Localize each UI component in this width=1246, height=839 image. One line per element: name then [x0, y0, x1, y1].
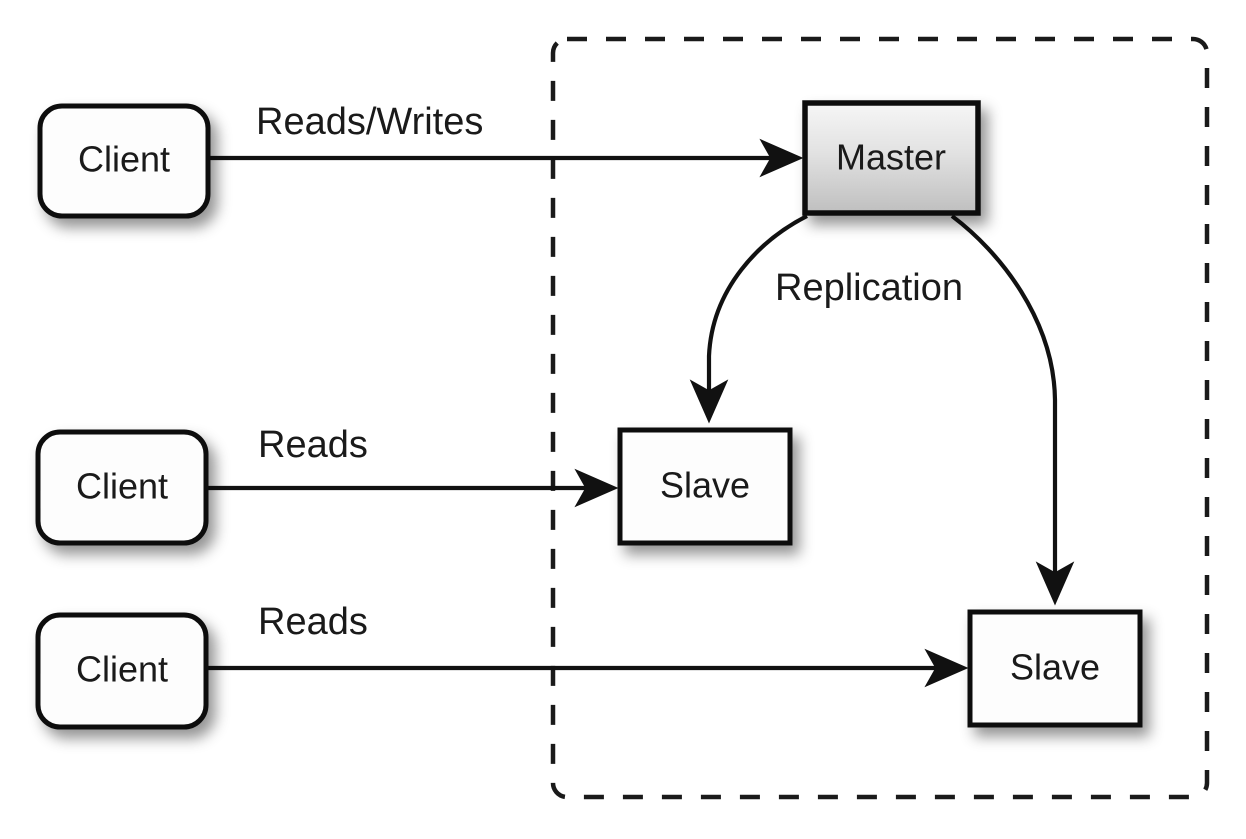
master-label: Master [836, 137, 946, 178]
slave-2-shape [967, 609, 1143, 728]
edge-label-reads-slave1: Reads [258, 424, 368, 466]
slave-1-shape [617, 427, 793, 546]
edge-label-reads-slave2: Reads [258, 601, 368, 643]
client-3-label: Client [76, 649, 168, 690]
edge-label-reads-writes: Reads/Writes [256, 101, 483, 143]
master-shape [802, 100, 981, 216]
node-slave-1[interactable]: Slave [617, 427, 793, 546]
node-master[interactable]: Master [802, 100, 981, 216]
client-3-shape [35, 612, 209, 730]
edge-master-slave2-curve [950, 214, 1075, 606]
edge-master-slave1-curve [689, 214, 808, 424]
edge-label-replication: Replication [775, 267, 963, 309]
client-2-shape [35, 429, 209, 546]
node-client-3[interactable]: Client [35, 612, 209, 730]
client-1-label: Client [78, 139, 170, 180]
slave-1-label: Slave [660, 465, 750, 506]
client-2-label: Client [76, 466, 168, 507]
node-slave-2[interactable]: Slave [967, 609, 1143, 728]
slave-2-label: Slave [1010, 647, 1100, 688]
client-1-shape [37, 103, 211, 219]
database-cluster-boundary [550, 36, 1210, 800]
node-client-1[interactable]: Client [37, 103, 211, 219]
node-client-2[interactable]: Client [35, 429, 209, 546]
